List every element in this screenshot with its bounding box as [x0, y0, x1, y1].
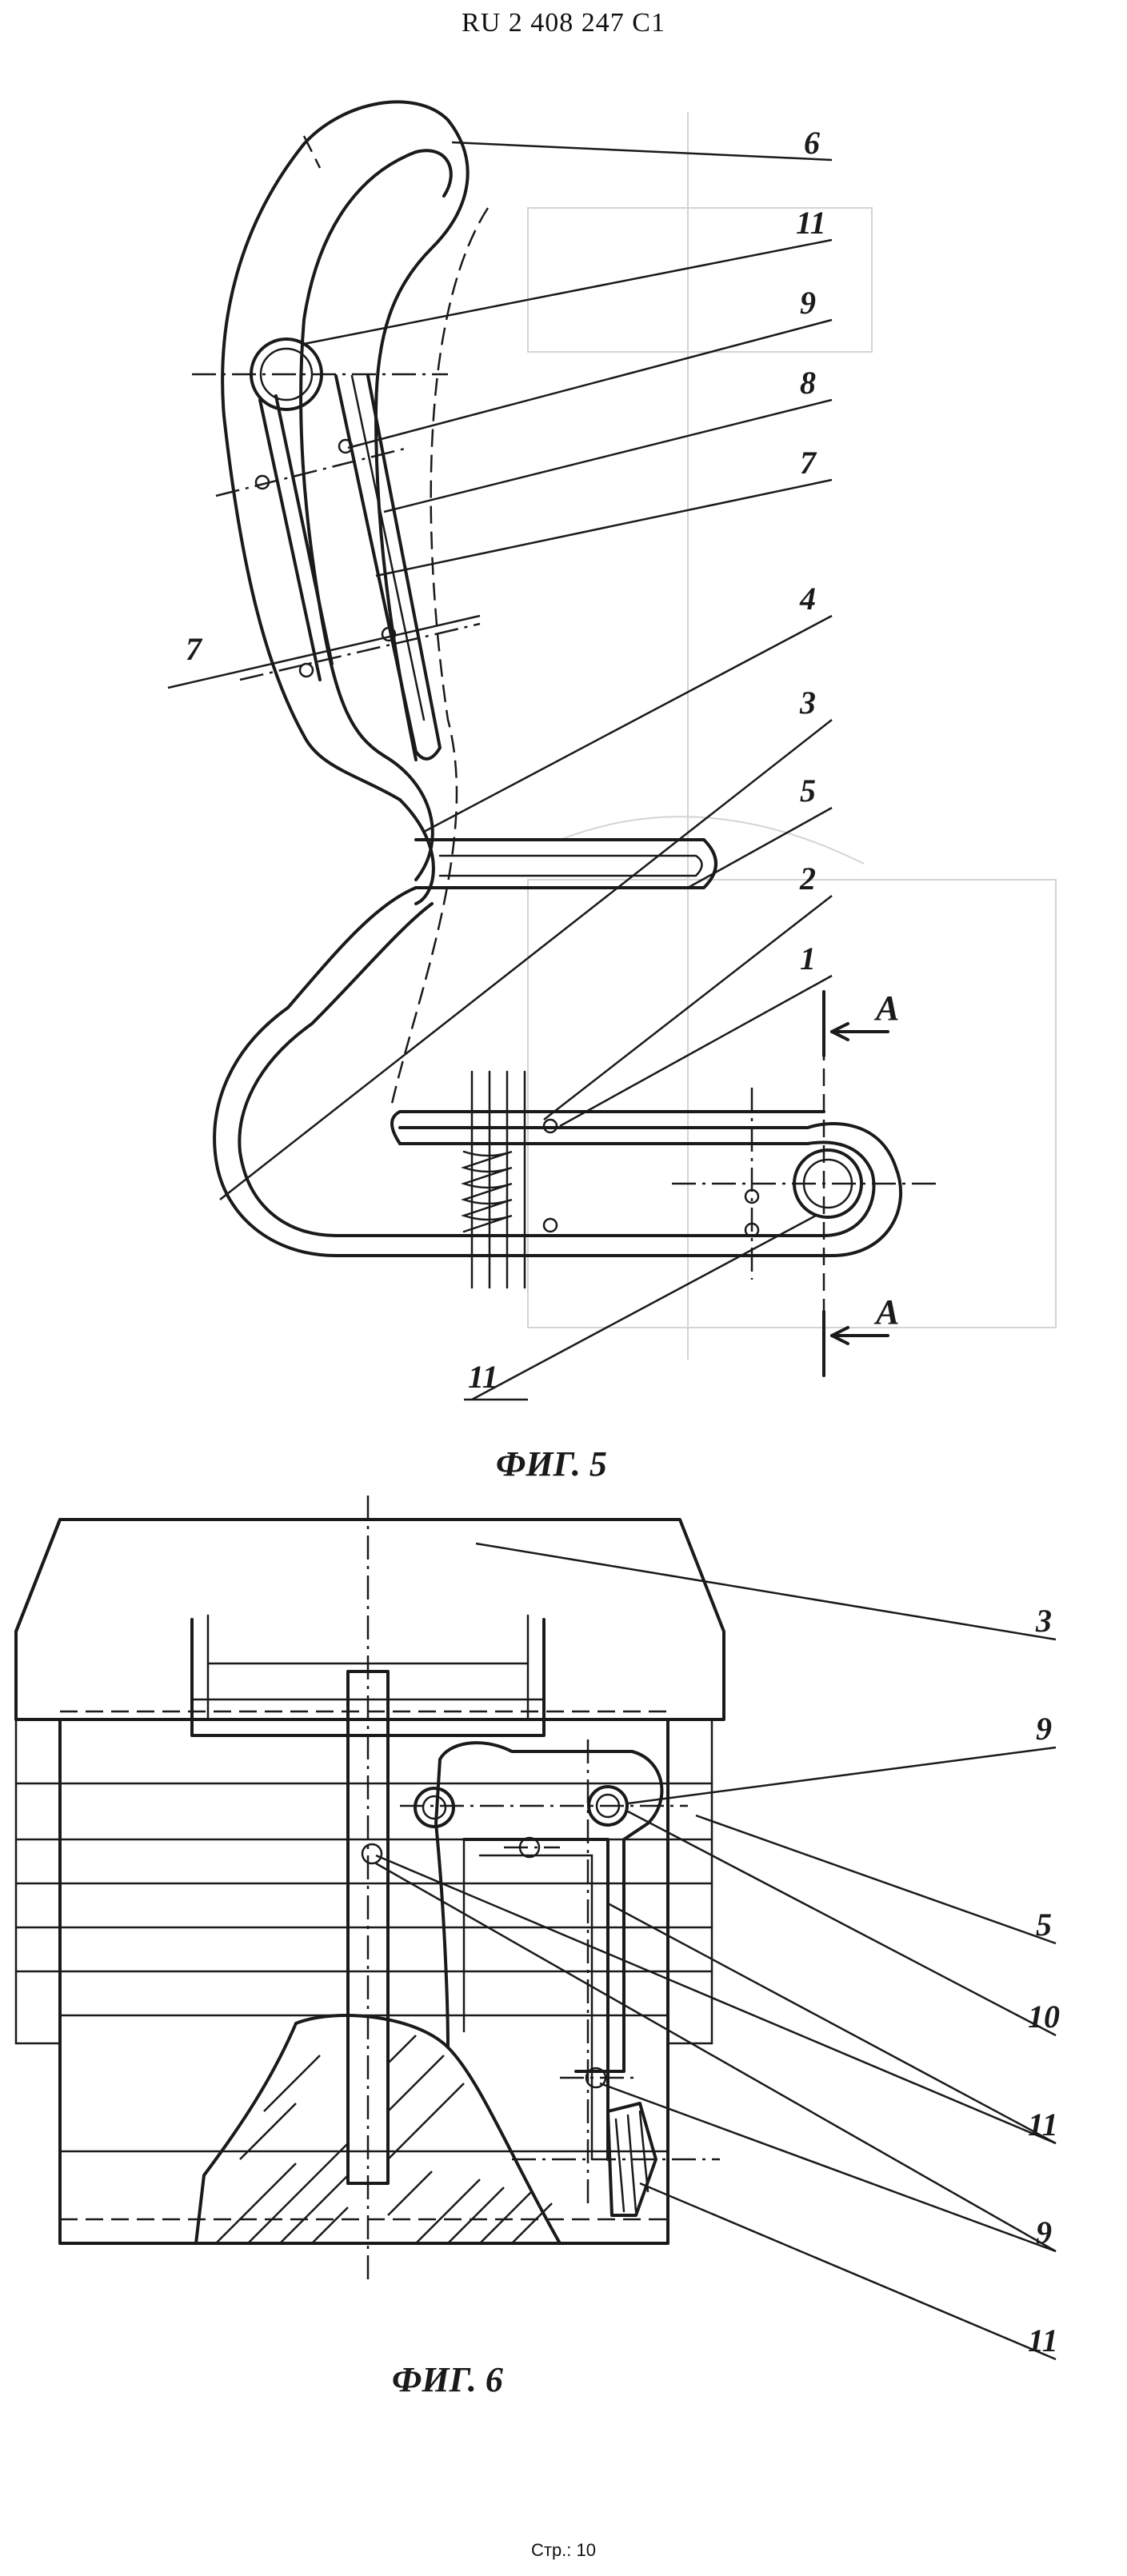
fig5-label-8: 8: [800, 365, 816, 401]
section-mark-a-top: А: [873, 988, 899, 1028]
fig5-label-7-right: 7: [800, 445, 817, 481]
fig5-label-11-top: 11: [796, 205, 826, 241]
fig5-label-1: 1: [800, 941, 816, 976]
page-number: Стр.: 10: [530, 2540, 596, 2560]
section-mark-a-bottom: А: [873, 1292, 899, 1332]
fig5-label-9: 9: [800, 285, 816, 321]
fig6-label-11-bottom: 11: [1028, 2322, 1058, 2358]
figure-5-drawing: [192, 100, 936, 1377]
figure-6-caption: ФИГ. 6: [392, 2360, 503, 2399]
fig5-label-7-left: 7: [186, 631, 203, 667]
fig5-label-4: 4: [799, 581, 816, 617]
bleed-through-shadow: [527, 112, 1057, 1360]
section-hatching: [215, 2035, 553, 2244]
spring-coil: [461, 1070, 526, 1289]
fig5-label-6: 6: [804, 125, 820, 161]
figure-6-leaders: [375, 1542, 1057, 2361]
fig6-label-11-middle: 11: [1028, 2107, 1058, 2143]
patent-header: RU 2 408 247 C1: [462, 8, 665, 38]
fig6-label-5: 5: [1036, 1907, 1052, 1943]
fig6-label-10: 10: [1028, 1999, 1060, 2035]
fig6-label-3: 3: [1035, 1603, 1052, 1639]
fig5-label-2: 2: [799, 861, 816, 897]
fig6-label-9-bottom: 9: [1036, 2215, 1052, 2251]
figure-5-leaders: [167, 141, 833, 1401]
fig5-label-11-bottom: 11: [468, 1359, 498, 1395]
stacked-plates: [14, 1718, 713, 2153]
fig6-label-9-top: 9: [1036, 1711, 1052, 1747]
figure-5-caption: ФИГ. 5: [496, 1444, 607, 1484]
figure-6-drawing: [14, 1496, 725, 2279]
fig5-label-3: 3: [799, 685, 816, 721]
fig5-label-5: 5: [800, 773, 816, 809]
